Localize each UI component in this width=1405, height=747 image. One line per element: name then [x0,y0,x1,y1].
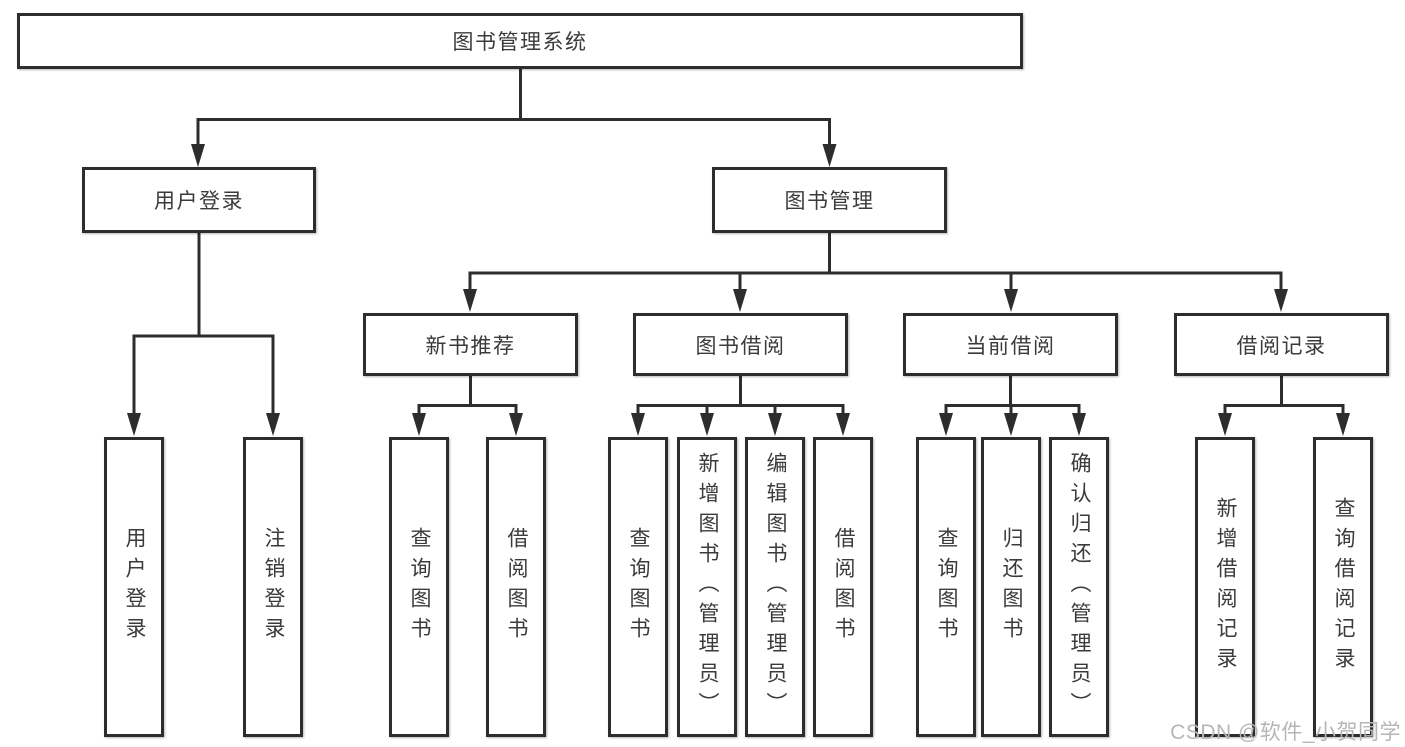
leaf-confirm-return-admin: 确认归还（管理员） [1049,437,1109,737]
node-label: 当前借阅 [965,334,1056,358]
node-user-login: 用户登录 [82,167,316,233]
leaf-add-book-admin: 新增图书（管理员） [677,437,737,737]
node-label: 归还图书 [1000,527,1024,647]
node-label: 图书借阅 [695,334,786,358]
node-new-book-recommendation: 新书推荐 [363,313,578,376]
node-label: 查询图书 [408,527,432,647]
node-label: 借阅图书 [832,527,856,647]
leaf-user-login: 用户登录 [104,437,164,737]
csdn-watermark: CSDN @软件_小贺同学 [1170,721,1401,744]
node-label: 确认归还（管理员） [1068,452,1092,722]
node-borrowing-records: 借阅记录 [1174,313,1389,376]
node-book-management: 图书管理 [712,167,947,233]
node-label: 新增图书（管理员） [696,452,720,722]
node-book-borrowing: 图书借阅 [633,313,848,376]
node-label: 图书管理 [784,190,875,213]
node-label: 借阅图书 [505,527,529,647]
node-current-borrowing: 当前借阅 [903,313,1118,376]
leaf-edit-book-admin: 编辑图书（管理员） [745,437,805,737]
node-label: 编辑图书（管理员） [764,452,788,722]
leaf-return-books: 归还图书 [981,437,1041,737]
node-label: 注销登录 [262,527,286,647]
node-label: 用户登录 [123,527,147,647]
node-library-system: 图书管理系统 [17,13,1023,69]
leaf-borrow-books-borrowing: 借阅图书 [813,437,873,737]
node-label: 用户登录 [154,190,244,213]
node-label: 借阅记录 [1236,334,1327,358]
leaf-borrow-books-recommend: 借阅图书 [486,437,546,737]
node-label: 查询图书 [627,527,651,647]
node-label: 查询图书 [935,527,959,647]
node-label: 查询借阅记录 [1332,497,1356,677]
leaf-add-borrow-record: 新增借阅记录 [1195,437,1255,737]
node-label: 新增借阅记录 [1214,497,1238,677]
node-label: 新书推荐 [425,334,516,358]
leaf-query-books-current: 查询图书 [916,437,976,737]
leaf-query-books-recommend: 查询图书 [389,437,449,737]
node-label: 图书管理系统 [452,31,588,54]
leaf-query-borrow-record: 查询借阅记录 [1313,437,1373,737]
leaf-query-books-borrowing: 查询图书 [608,437,668,737]
leaf-logout-login: 注销登录 [243,437,303,737]
